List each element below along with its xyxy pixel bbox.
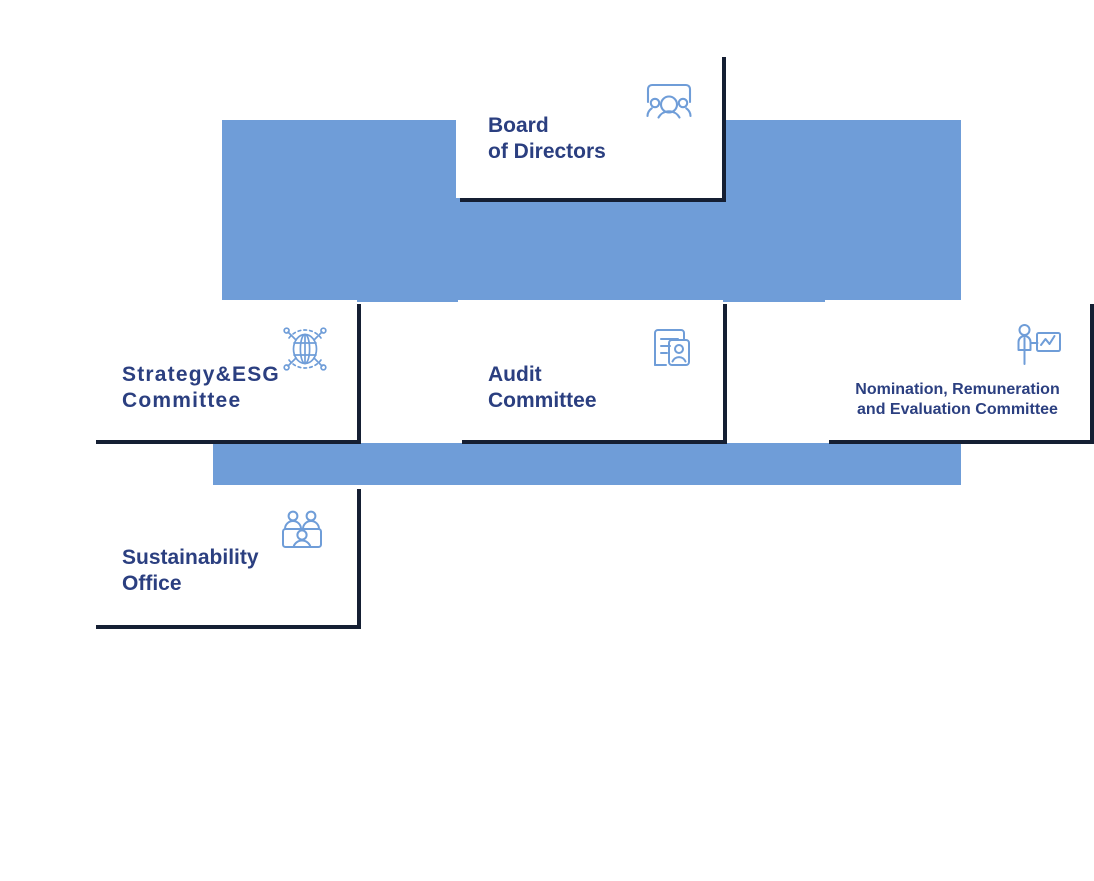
team-meeting-icon [278, 507, 326, 555]
node-audit-committee[interactable]: Audit Committee [458, 300, 727, 444]
connector-tick-strategy [224, 438, 228, 452]
connector-bus-lower [213, 443, 961, 485]
card-surface [456, 53, 722, 198]
node-strategy-esg-committee[interactable]: Strategy&ESG Committee [92, 300, 361, 444]
node-label: Strategy&ESG Committee [122, 363, 280, 413]
node-label: Nomination, Remuneration and Evaluation … [855, 381, 1060, 418]
node-label: Sustainability Office [122, 546, 259, 596]
node-board-of-directors[interactable]: Board of Directors [456, 53, 726, 202]
node-sustainability-office[interactable]: Sustainability Office [92, 485, 361, 629]
presenter-chart-icon [1013, 320, 1065, 372]
node-label: Audit Committee [488, 363, 597, 413]
card-surface [825, 300, 1090, 440]
group-of-people-icon [642, 79, 696, 133]
node-nomination-remuneration-evaluation-committee[interactable]: Nomination, Remuneration and Evaluation … [825, 300, 1094, 444]
node-label: Board of Directors [488, 114, 606, 164]
card-surface [92, 485, 357, 625]
connector-tick-board [592, 194, 596, 306]
globe-network-icon [278, 322, 332, 376]
card-surface [458, 300, 723, 440]
card-surface [92, 300, 357, 440]
document-person-icon [646, 322, 696, 372]
